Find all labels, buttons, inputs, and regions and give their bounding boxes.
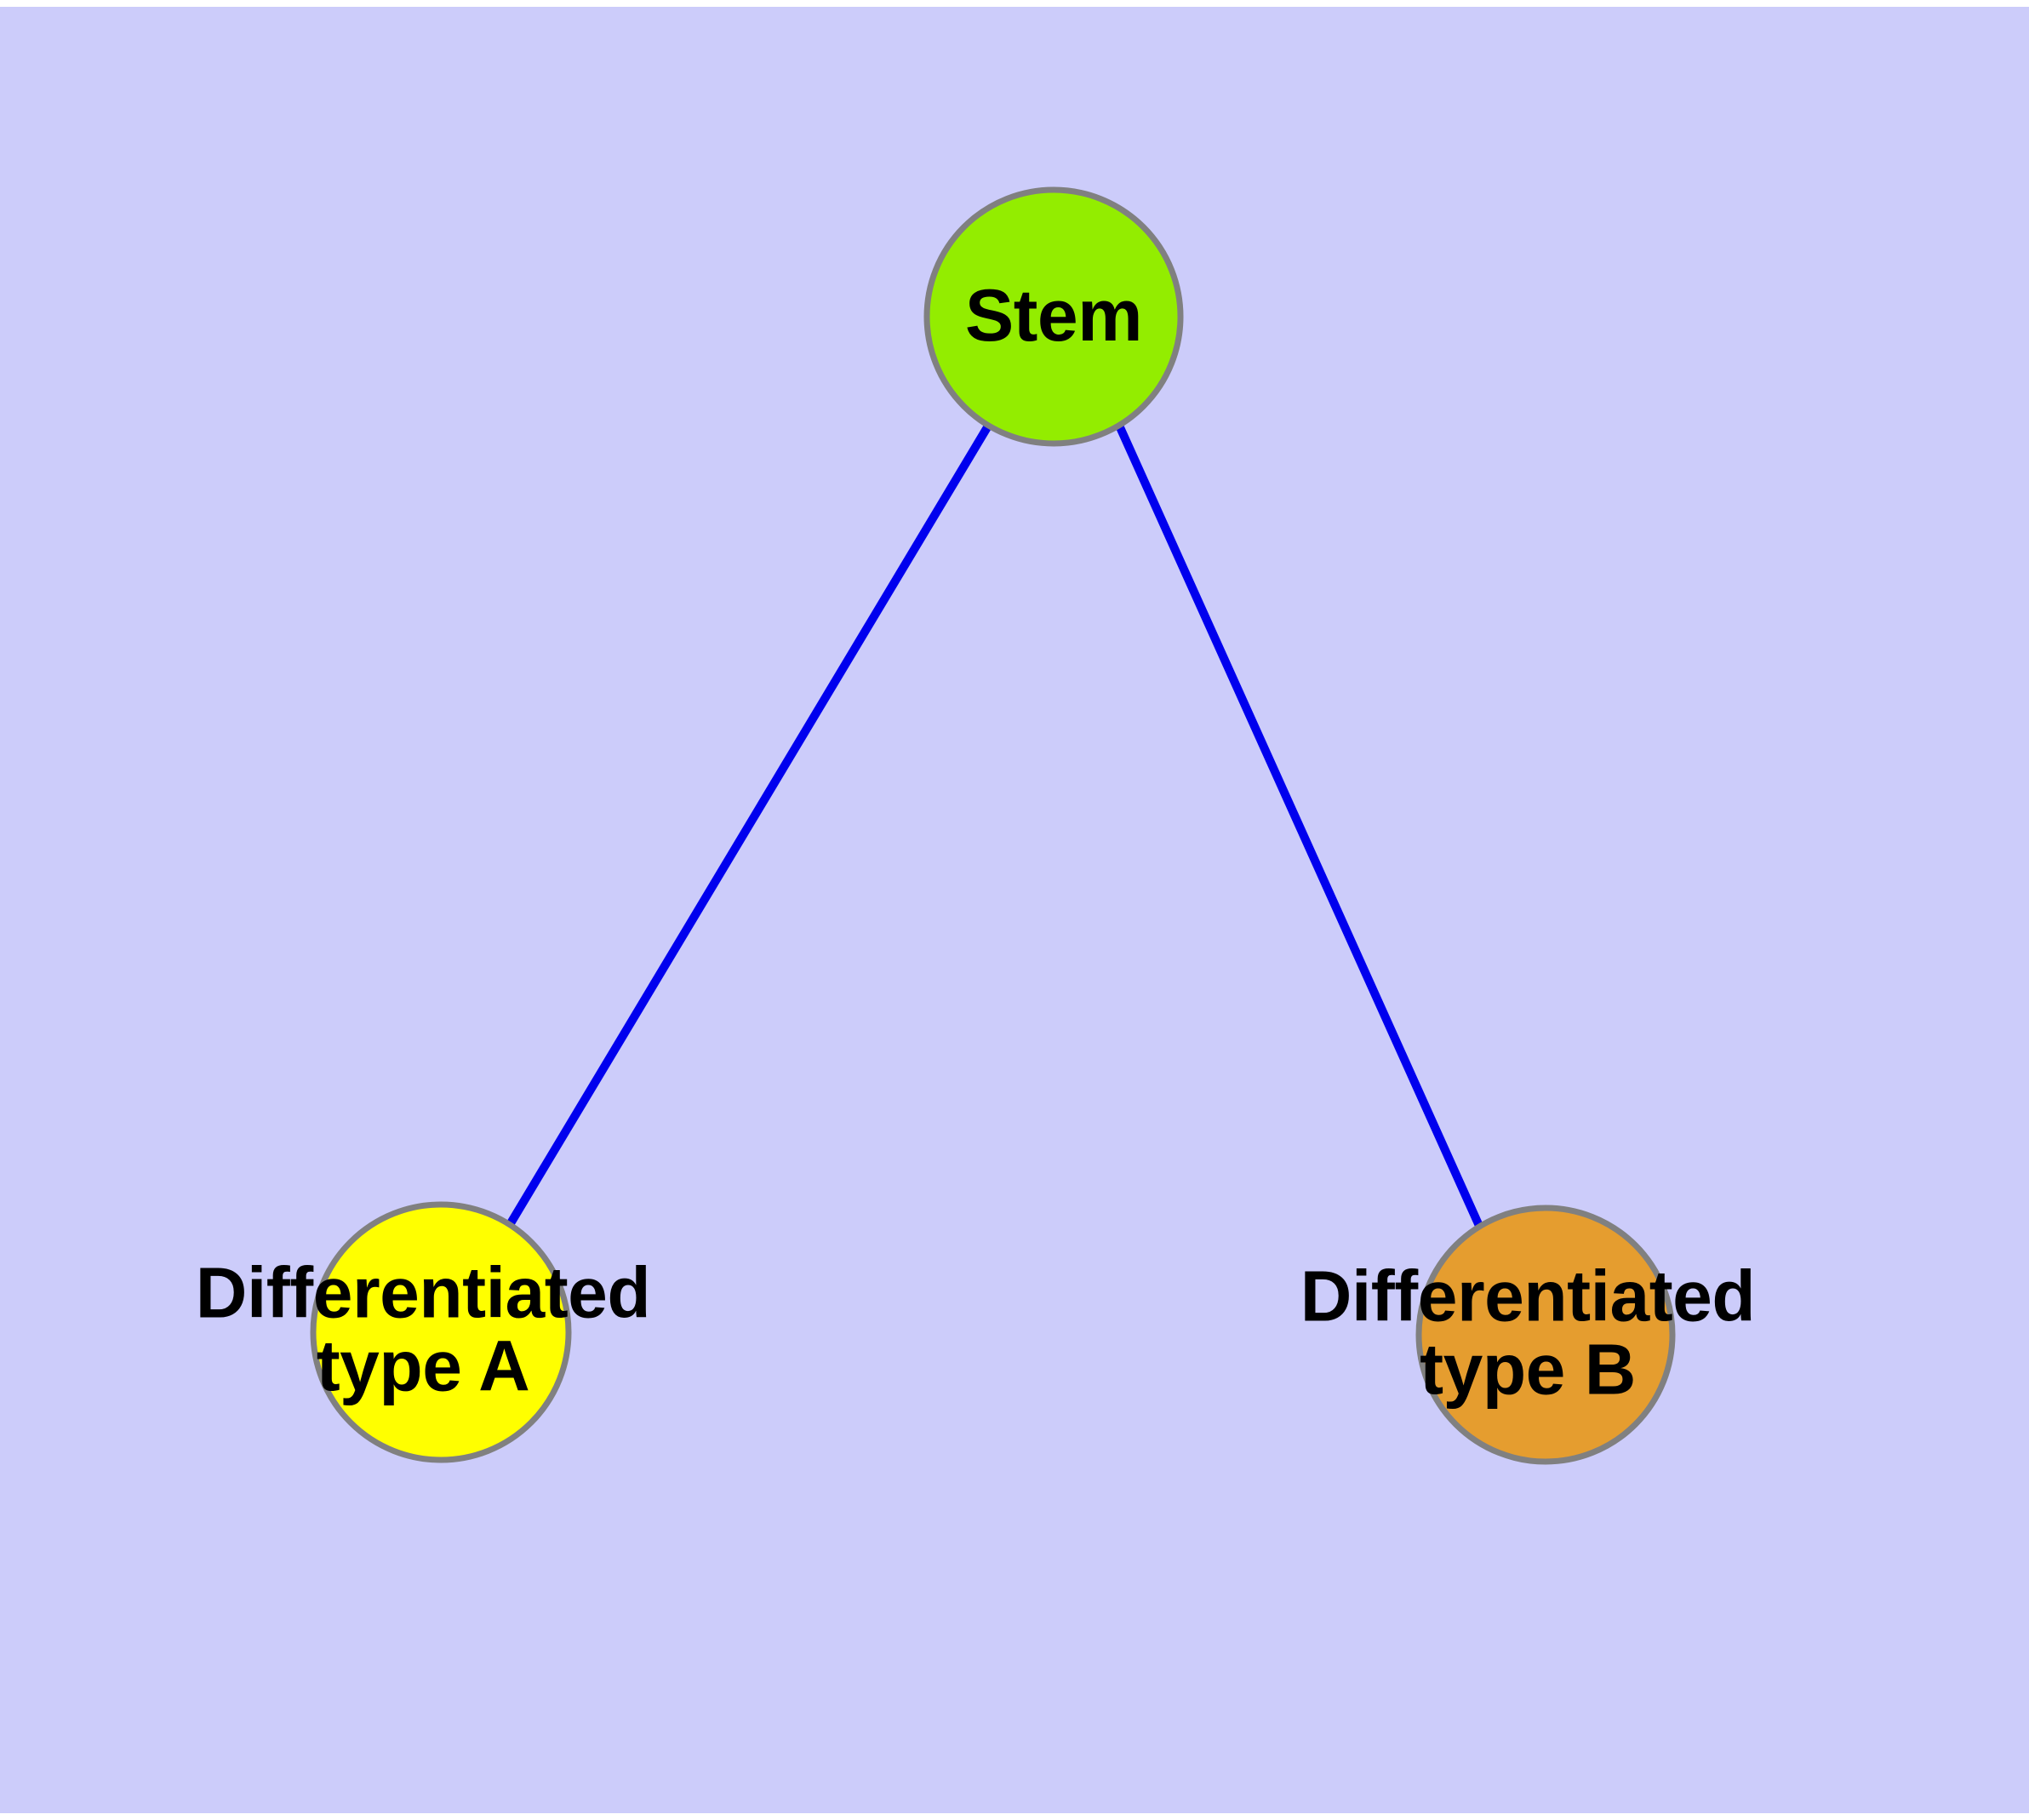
node-differentiated-type-a-circle[interactable] bbox=[310, 1201, 572, 1463]
edge-stem-to-differentiated-type-b[interactable] bbox=[1116, 425, 1483, 1228]
edge-stem-to-differentiated-type-a[interactable] bbox=[506, 425, 992, 1226]
node-layer bbox=[310, 186, 1676, 1465]
node-stem-circle[interactable] bbox=[923, 186, 1184, 447]
edge-layer bbox=[506, 425, 1483, 1228]
node-differentiated-type-b-circle[interactable] bbox=[1415, 1205, 1676, 1465]
